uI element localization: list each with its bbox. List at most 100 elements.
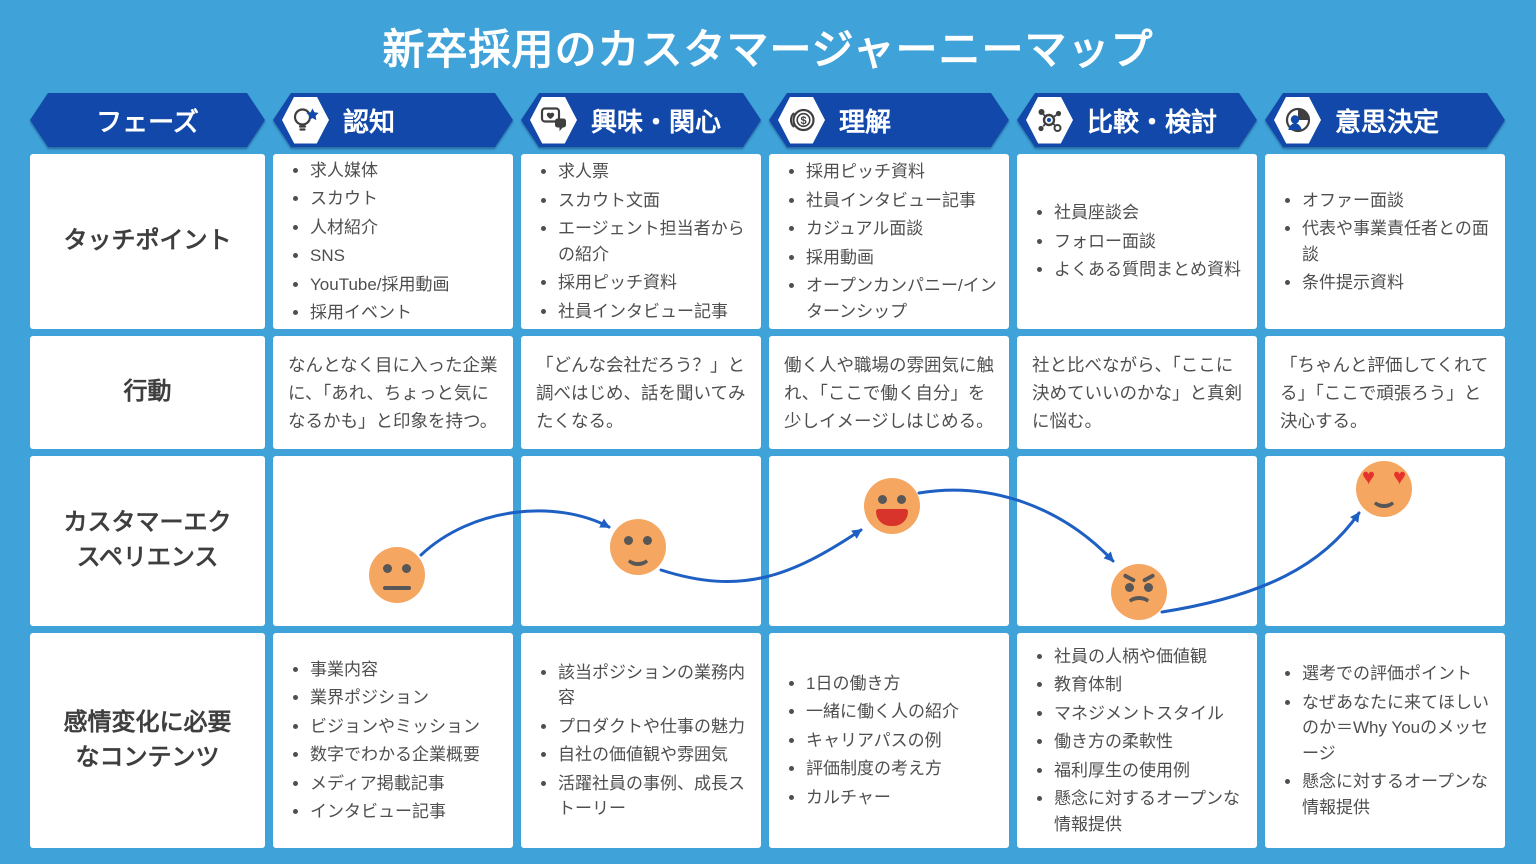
row-label-actions: 行動 <box>30 336 265 449</box>
phase-badge-understanding: $ 理解 <box>769 93 1009 147</box>
experience-cell-decision <box>1265 456 1505 626</box>
bullet-item: エージェント担当者からの紹介 <box>558 216 753 267</box>
bullet-item: オファー面談 <box>1302 188 1497 214</box>
contents-cell-awareness: 事業内容業界ポジションビジョンやミッション数字でわかる企業概要メディア掲載記事イ… <box>273 633 513 848</box>
network-nodes-icon <box>1026 97 1073 144</box>
contents-cell-interest: 該当ポジションの業務内容プロダクトや仕事の魅力自社の価値観や雰囲気活躍社員の事例… <box>521 633 761 848</box>
action-cell-interest: 「どんな会社だろう？」と調べはじめ、話を聞いてみたくなる。 <box>521 336 761 449</box>
speech-bubble-heart-icon <box>530 97 577 144</box>
lightbulb-star-icon <box>282 97 329 144</box>
bullet-item: 条件提示資料 <box>1302 270 1497 296</box>
touchpoints-cell-interest: 求人票スカウト文面エージェント担当者からの紹介採用ピッチ資料社員インタビュー記事 <box>521 154 761 329</box>
bullet-item: 採用イベント <box>310 300 505 326</box>
bullet-item: 社員インタビュー記事 <box>806 188 1001 214</box>
bullet-item: 社員の人柄や価値観 <box>1054 644 1249 670</box>
bullet-item: 代表や事業責任者との面談 <box>1302 216 1497 267</box>
bullet-item: 採用ピッチ資料 <box>558 270 753 296</box>
bullet-item: インタビュー記事 <box>310 799 505 825</box>
bullet-item: 人材紹介 <box>310 215 505 241</box>
bullet-item: 懸念に対するオープンな情報提供 <box>1302 769 1497 820</box>
bullet-item: フォロー面談 <box>1054 229 1249 255</box>
bullet-item: カジュアル面談 <box>806 216 1001 242</box>
action-text: 働く人や職場の雰囲気に触れ、「ここで働く自分」を少しイメージしはじめる。 <box>784 354 994 431</box>
bullet-item: キャリアパスの例 <box>806 728 1001 754</box>
bullet-item: マネジメントスタイル <box>1054 701 1249 727</box>
action-text: なんとなく目に入った企業に、「あれ、ちょっと気になるかも」と印象を持つ。 <box>288 354 498 431</box>
page-title: 新卒採用のカスタマージャーニーマップ <box>382 26 1154 73</box>
bullet-item: 社員座談会 <box>1054 200 1249 226</box>
phase-badge-interest: 興味・関心 <box>521 93 761 147</box>
bullet-list: 求人媒体スカウト人材紹介SNS YouTube/採用動画採用イベント <box>285 155 505 329</box>
bullet-list: 採用ピッチ資料社員インタビュー記事カジュアル面談採用動画オープンカンパニー/イン… <box>781 156 1001 327</box>
contents-cell-decision: 選考での評価ポイントなぜあなたに来てほしいのか＝Why Youのメッセージ懸念に… <box>1265 633 1505 848</box>
bullet-item: 事業内容 <box>310 657 505 683</box>
bullet-item: SNS <box>310 243 505 269</box>
bullet-list: 社員座談会フォロー面談よくある質問まとめ資料 <box>1029 197 1249 286</box>
bullet-list: 求人票スカウト文面エージェント担当者からの紹介採用ピッチ資料社員インタビュー記事 <box>533 156 753 327</box>
bullet-item: 評価制度の考え方 <box>806 756 1001 782</box>
journey-map-grid: フェーズ 認知 <box>30 93 1505 848</box>
bullet-item: メディア掲載記事 <box>310 771 505 797</box>
phase-label: 理解 <box>839 106 892 137</box>
touchpoints-cell-awareness: 求人媒体スカウト人材紹介SNS YouTube/採用動画採用イベント <box>273 154 513 329</box>
bullet-item: 懸念に対するオープンな情報提供 <box>1054 786 1249 837</box>
bullet-item: 自社の価値観や雰囲気 <box>558 742 753 768</box>
action-cell-awareness: なんとなく目に入った企業に、「あれ、ちょっと気になるかも」と印象を持つ。 <box>273 336 513 449</box>
phase-label: 比較・検討 <box>1087 106 1218 137</box>
phase-label: 興味・関心 <box>591 106 722 137</box>
bullet-item: 1日の働き方 <box>806 671 1001 697</box>
experience-cell-interest <box>521 456 761 626</box>
contents-cell-comparison: 社員の人柄や価値観教育体制マネジメントスタイル働き方の柔軟性福利厚生の使用例懸念… <box>1017 633 1257 848</box>
action-text: 「ちゃんと評価してくれてる」「ここで頑張ろう」と決心する。 <box>1280 354 1489 431</box>
bullet-item: スカウト <box>310 186 505 212</box>
bullet-item: なぜあなたに来てほしいのか＝Why Youのメッセージ <box>1302 690 1497 767</box>
bullet-item: スカウト文面 <box>558 188 753 214</box>
person-pie-icon <box>1274 97 1321 144</box>
bullet-item: 一緒に働く人の紹介 <box>806 699 1001 725</box>
phase-badge-awareness: 認知 <box>273 93 513 147</box>
touchpoints-cell-comparison: 社員座談会フォロー面談よくある質問まとめ資料 <box>1017 154 1257 329</box>
bullet-list: 1日の働き方一緒に働く人の紹介キャリアパスの例評価制度の考え方カルチャー <box>781 668 1001 814</box>
action-text: 社と比べながら、「ここに決めていいのかな」と真剣に悩む。 <box>1032 354 1242 431</box>
experience-cell-comparison <box>1017 456 1257 626</box>
bullet-item: 求人票 <box>558 159 753 185</box>
bullet-item: 福利厚生の使用例 <box>1054 758 1249 784</box>
phase-label: 認知 <box>343 106 396 137</box>
experience-cell-understanding <box>769 456 1009 626</box>
bullet-item: 該当ポジションの業務内容 <box>558 660 753 711</box>
bullet-item: 選考での評価ポイント <box>1302 661 1497 687</box>
bullet-item: 社員インタビュー記事 <box>558 299 753 325</box>
touchpoints-cell-decision: オファー面談代表や事業責任者との面談条件提示資料 <box>1265 154 1505 329</box>
contents-cell-understanding: 1日の働き方一緒に働く人の紹介キャリアパスの例評価制度の考え方カルチャー <box>769 633 1009 848</box>
bullet-item: 数字でわかる企業概要 <box>310 742 505 768</box>
bullet-item: 採用動画 <box>806 245 1001 271</box>
bullet-list: 選考での評価ポイントなぜあなたに来てほしいのか＝Why Youのメッセージ懸念に… <box>1277 658 1497 823</box>
bullet-item: プロダクトや仕事の魅力 <box>558 714 753 740</box>
bullet-list: 該当ポジションの業務内容プロダクトや仕事の魅力自社の価値観や雰囲気活躍社員の事例… <box>533 657 753 825</box>
bullet-item: YouTube/採用動画 <box>310 272 505 298</box>
phase-row-header-label: フェーズ <box>96 106 199 137</box>
action-cell-comparison: 社と比べながら、「ここに決めていいのかな」と真剣に悩む。 <box>1017 336 1257 449</box>
experience-cell-awareness <box>273 456 513 626</box>
bullet-item: 求人媒体 <box>310 158 505 184</box>
bullet-item: 活躍社員の事例、成長ストーリー <box>558 771 753 822</box>
bullet-item: 教育体制 <box>1054 672 1249 698</box>
bullet-item: オープンカンパニー/インターンシップ <box>806 273 1001 324</box>
bullet-item: 働き方の柔軟性 <box>1054 729 1249 755</box>
bullet-item: カルチャー <box>806 785 1001 811</box>
row-label-experience: カスタマーエクスペリエンス <box>30 456 265 626</box>
touchpoints-cell-understanding: 採用ピッチ資料社員インタビュー記事カジュアル面談採用動画オープンカンパニー/イン… <box>769 154 1009 329</box>
coin-icon: $ <box>778 97 825 144</box>
row-label-touchpoints: タッチポイント <box>30 154 265 329</box>
bullet-list: オファー面談代表や事業責任者との面談条件提示資料 <box>1277 185 1497 299</box>
bullet-item: 業界ポジション <box>310 685 505 711</box>
action-cell-understanding: 働く人や職場の雰囲気に触れ、「ここで働く自分」を少しイメージしはじめる。 <box>769 336 1009 449</box>
svg-text:$: $ <box>800 115 806 127</box>
phase-row-header: フェーズ <box>30 93 265 147</box>
action-cell-decision: 「ちゃんと評価してくれてる」「ここで頑張ろう」と決心する。 <box>1265 336 1505 449</box>
phase-badge-comparison: 比較・検討 <box>1017 93 1257 147</box>
action-text: 「どんな会社だろう？」と調べはじめ、話を聞いてみたくなる。 <box>536 354 746 431</box>
phase-badge-decision: 意思決定 <box>1265 93 1505 147</box>
phase-label: 意思決定 <box>1335 106 1440 137</box>
bullet-list: 事業内容業界ポジションビジョンやミッション数字でわかる企業概要メディア掲載記事イ… <box>285 654 505 828</box>
